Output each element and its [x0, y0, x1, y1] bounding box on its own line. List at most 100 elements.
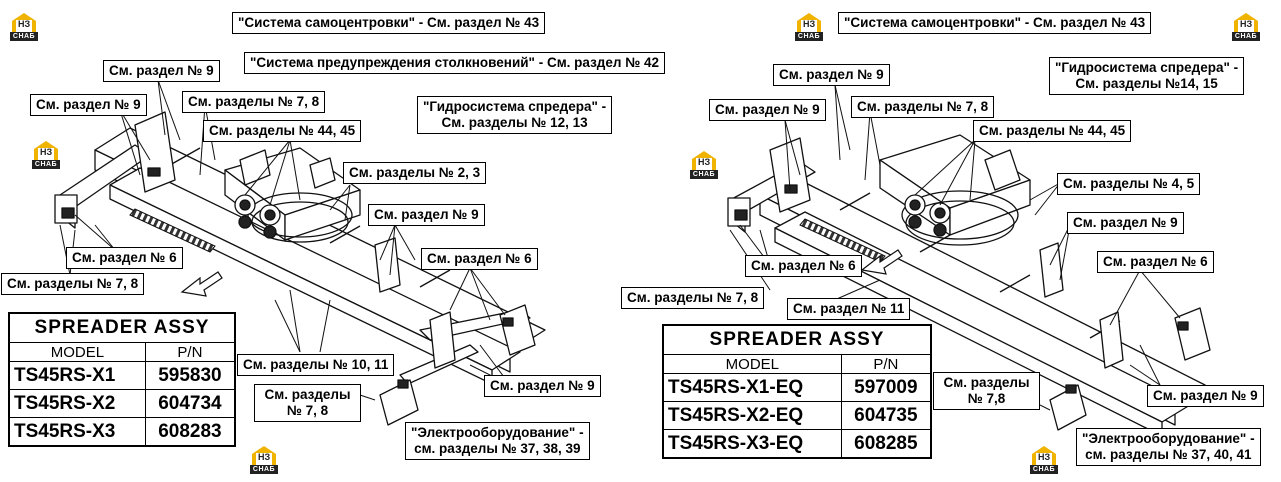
left-label-sec6-right: См. раздел № 6 [421, 248, 538, 270]
logo-caption: СНАБ [795, 32, 823, 41]
house-logo-icon [34, 141, 58, 162]
logo-caption: СНАБ [250, 465, 278, 474]
table-row: TS45RS-X3-EQ 608285 [662, 429, 932, 459]
right-table-col-model: MODEL [662, 354, 842, 374]
logo-monogram: НЗ [1240, 19, 1253, 29]
right-cable-chain [799, 218, 886, 263]
left-direction-arrow [180, 271, 223, 297]
right-sec7-8-bottom-line2: № 7,8 [967, 391, 1006, 406]
left-label-sec9-top: См. раздел № 9 [103, 60, 220, 82]
left-sec7-8-bottom-line2: № 7, 8 [286, 403, 329, 418]
left-label-sec44-45: См. разделы № 44, 45 [203, 120, 362, 142]
right-row2-model: TS45RS-X2-EQ [662, 401, 842, 430]
right-label-sec9-mid: См. раздел № 9 [1067, 212, 1184, 234]
right-label-sec6-left: См. раздел № 6 [745, 255, 862, 277]
right-row3-model: TS45RS-X3-EQ [662, 429, 842, 459]
right-hydraulic-line1: "Гидросистема спредера" - [1055, 60, 1239, 75]
right-spreader-assy-table: SPREADER ASSY MODEL P/N TS45RS-X1-EQ 597… [662, 324, 932, 459]
logo-caption: СНАБ [1030, 465, 1058, 474]
left-label-sec10-11: См. разделы № 10, 11 [237, 354, 395, 376]
right-label-electrical: "Электрооборудование" - см. разделы № 37… [1076, 428, 1261, 466]
left-label-sec9-bottom: См. раздел № 9 [484, 375, 601, 397]
house-logo-icon [12, 13, 36, 34]
left-label-sec9-left: См. раздел № 9 [30, 94, 147, 116]
house-logo-icon [1032, 446, 1056, 467]
logo-caption: СНАБ [1232, 32, 1260, 41]
table-row: TS45RS-X1 595830 [8, 361, 236, 390]
right-label-sec9-top: См. раздел № 9 [773, 64, 890, 86]
left-table-col-pn: P/N [144, 342, 236, 362]
company-logo: НЗ СНАБ [690, 150, 718, 180]
right-label-sec4-5: См. разделы № 4, 5 [1057, 173, 1201, 195]
table-row: TS45RS-X2 604734 [8, 389, 236, 418]
left-cable-chain [129, 208, 216, 253]
right-direction-arrow [860, 249, 903, 275]
company-logo: НЗ СНАБ [250, 445, 278, 475]
left-label-sec7-8-bottom: См. разделы № 7, 8 [254, 384, 361, 422]
company-logo: НЗ СНАБ [1232, 12, 1260, 42]
left-table-title: SPREADER ASSY [8, 312, 236, 343]
company-logo: НЗ СНАБ [1030, 445, 1058, 475]
right-label-sec9-left: См. раздел № 9 [709, 99, 826, 121]
logo-monogram: НЗ [40, 147, 53, 157]
left-row3-pn: 608283 [144, 417, 236, 447]
left-row1-model: TS45RS-X1 [8, 361, 146, 390]
logo-monogram: НЗ [18, 19, 31, 29]
left-label-sec7-8-left: См. разделы № 7, 8 [1, 273, 145, 295]
right-label-self-centering: "Система самоцентровки" - См. раздел № 4… [838, 12, 1152, 34]
table-row: TS45RS-X3 608283 [8, 417, 236, 447]
left-spreader-assy-table: SPREADER ASSY MODEL P/N TS45RS-X1 595830… [8, 312, 236, 447]
table-row: TS45RS-X1-EQ 597009 [662, 373, 932, 402]
left-row2-model: TS45RS-X2 [8, 389, 146, 418]
left-electrical-line1: "Электрооборудование" - [411, 425, 584, 440]
left-label-sec6-left: См. раздел № 6 [66, 247, 183, 269]
right-row1-model: TS45RS-X1-EQ [662, 373, 842, 402]
right-label-sec11: См. раздел № 11 [787, 298, 911, 320]
right-row1-pn: 597009 [840, 373, 932, 402]
right-label-sec6-right: См. раздел № 6 [1097, 251, 1214, 273]
right-label-sec9-bottom: См. раздел № 9 [1147, 385, 1264, 407]
left-hydraulic-line1: "Гидросистема спредера" - [423, 99, 607, 114]
left-label-electrical: "Электрооборудование" - см. разделы № 37… [405, 422, 590, 460]
company-logo: НЗ СНАБ [10, 12, 38, 42]
logo-caption: СНАБ [32, 160, 60, 169]
house-logo-icon [1234, 13, 1258, 34]
right-row2-pn: 604735 [840, 401, 932, 430]
table-row: TS45RS-X2-EQ 604735 [662, 401, 932, 430]
left-label-sec2-3: См. разделы № 2, 3 [343, 162, 487, 184]
right-label-sec7-8-top: См. разделы № 7, 8 [851, 96, 995, 118]
right-hydraulic-line2: См. разделы №14, 15 [1075, 76, 1218, 91]
logo-monogram: НЗ [803, 19, 816, 29]
house-logo-icon [692, 151, 716, 172]
left-row1-pn: 595830 [144, 361, 236, 390]
right-label-sec7-8-left: См. разделы № 7, 8 [621, 287, 765, 309]
house-logo-icon [797, 13, 821, 34]
left-row2-pn: 604734 [144, 389, 236, 418]
logo-monogram: НЗ [258, 452, 271, 462]
left-spreader-frame [54, 111, 546, 426]
left-hydraulic-line2: См. разделы № 12, 13 [441, 115, 588, 130]
house-logo-icon [252, 446, 276, 467]
company-logo: НЗ СНАБ [795, 12, 823, 42]
right-sec7-8-bottom-line1: См. разделы [943, 375, 1030, 390]
left-row3-model: TS45RS-X3 [8, 417, 146, 447]
right-label-hydraulic: "Гидросистема спредера" - См. разделы №1… [1049, 57, 1245, 95]
company-logo: НЗ СНАБ [32, 140, 60, 170]
left-label-hydraulic: "Гидросистема спредера" - См. разделы № … [417, 96, 613, 134]
logo-caption: СНАБ [10, 32, 38, 41]
left-label-sec7-8-top: См. разделы № 7, 8 [182, 91, 326, 113]
left-label-collision-warning: "Система предупреждения столкновений" - … [244, 52, 666, 74]
right-table-col-pn: P/N [840, 354, 932, 374]
left-electrical-line2: см. разделы № 37, 38, 39 [414, 441, 581, 456]
logo-monogram: НЗ [1038, 452, 1051, 462]
left-sec7-8-bottom-line1: См. разделы [264, 387, 351, 402]
right-row3-pn: 608285 [840, 429, 932, 459]
right-label-sec7-8-bottom: См. разделы № 7,8 [933, 372, 1040, 410]
right-electrical-line2: см. разделы № 37, 40, 41 [1085, 447, 1252, 462]
left-label-self-centering: "Система самоцентровки" - См. раздел № 4… [232, 12, 546, 34]
right-electrical-line1: "Электрооборудование" - [1082, 431, 1255, 446]
left-label-sec9-mid: См. раздел № 9 [368, 204, 485, 226]
logo-caption: СНАБ [690, 170, 718, 179]
left-table-col-model: MODEL [8, 342, 146, 362]
